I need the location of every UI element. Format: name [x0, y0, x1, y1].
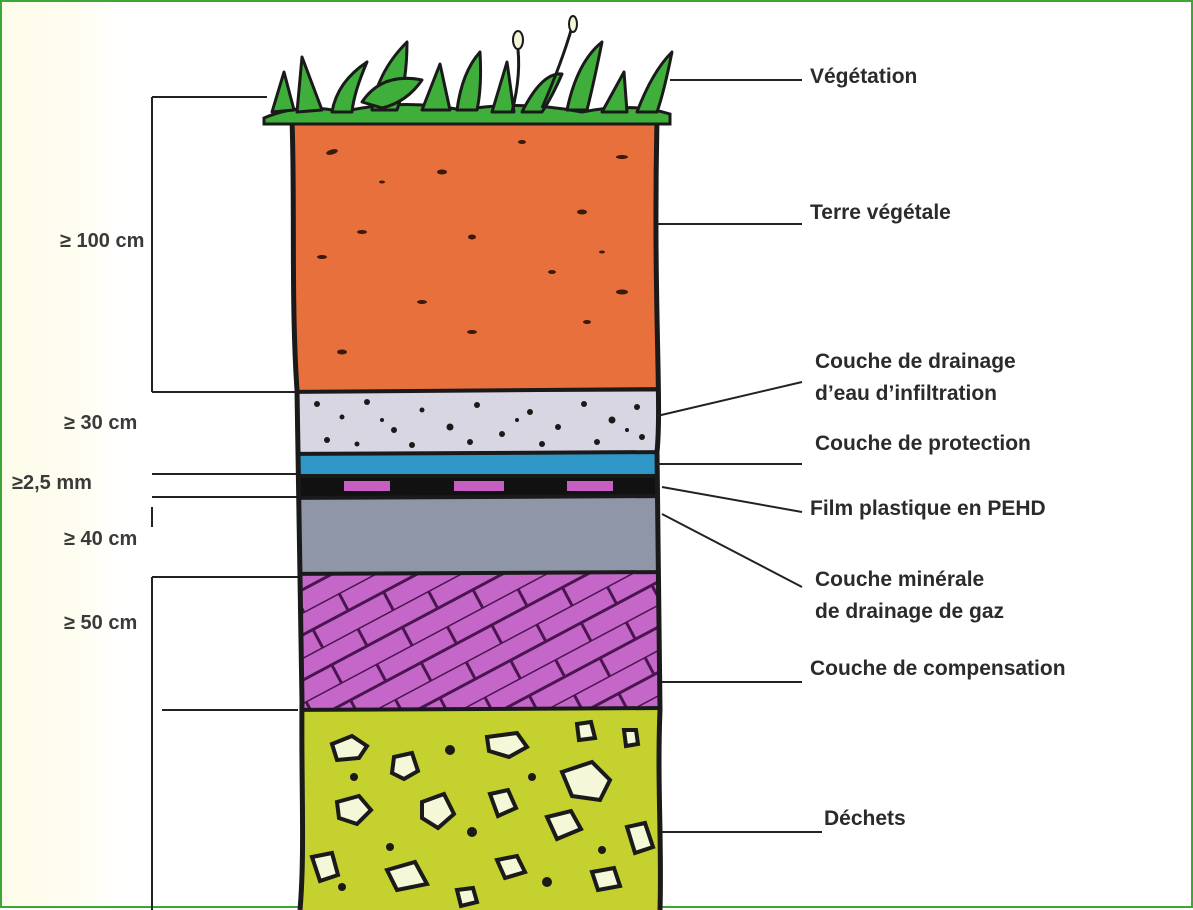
thickness-drainage: ≥ 30 cm	[64, 412, 137, 435]
pehd-stripes	[344, 481, 613, 491]
layer-gas-drainage	[282, 498, 672, 574]
thickness-compensation: ≥ 50 cm	[64, 612, 137, 635]
label-infiltration-drainage: Couche de drainage	[815, 347, 1016, 377]
soil-column	[282, 112, 672, 910]
leader-lines	[657, 80, 822, 832]
layer-compensation	[282, 574, 672, 710]
thickness-guides	[152, 97, 302, 910]
label-gas-drainage-line2: de drainage de gaz	[815, 597, 1004, 627]
thickness-pehd-film: ≥2,5 mm	[12, 472, 92, 495]
label-compensation: Couche de compensation	[810, 654, 1066, 684]
label-vegetation: Végétation	[810, 62, 917, 92]
thickness-gas-drainage: ≥ 40 cm	[64, 528, 137, 551]
label-waste: Déchets	[824, 804, 906, 834]
thickness-topsoil: ≥ 100 cm	[60, 230, 144, 253]
vegetation-grass	[264, 16, 672, 124]
label-pehd-film: Film plastique en PEHD	[810, 494, 1046, 524]
label-topsoil: Terre végétale	[810, 198, 951, 228]
label-gas-drainage: Couche minérale	[815, 565, 984, 595]
label-infiltration-drainage-line2: d’eau d’infiltration	[815, 379, 997, 409]
layer-protection	[282, 454, 672, 476]
label-protection: Couche de protection	[815, 429, 1031, 459]
